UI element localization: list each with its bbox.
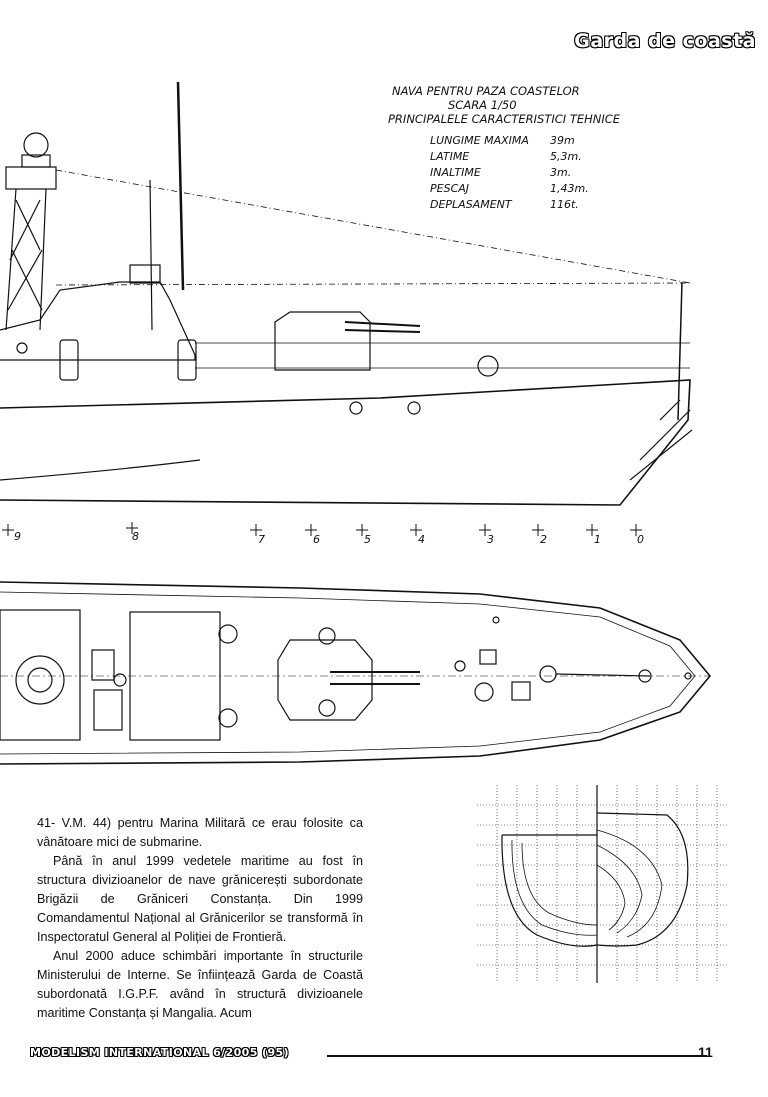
spec-row: DEPLASAMENT 116t. [430,198,620,214]
spec-row: INALTIME 3m. [430,166,620,182]
station-label-6: 6 [313,533,320,546]
article-paragraph: 41- V.M. 44) pentru Marina Militară ce e… [37,816,363,849]
ship-drawing: 9 8 7 6 5 4 3 2 1 0 [0,81,712,765]
station-label-2: 2 [540,533,547,546]
body-plan-drawing [477,785,729,983]
station-label-9: 9 [14,530,21,543]
spec-key: PESCAJ [430,182,470,195]
station-label-4: 4 [418,533,425,546]
magazine-title: MODELISM INTERNATIONAL 6/2005 (95) [30,1046,289,1059]
station-label-7: 7 [258,533,265,546]
article-paragraph: Până în anul 1999 vedetele maritime au f… [37,854,363,944]
station-label-0: 0 [637,533,644,546]
spec-key: DEPLASAMENT [430,198,512,211]
spec-key: LATIME [430,150,470,163]
drawing-title-line-1: NAVA PENTRU PAZA COASTELOR [392,84,580,98]
specs-table: LUNGIME MAXIMA 39m LATIME 5,3m. INALTIME 3m… [430,134,620,214]
section-title: Garda de coastă [574,30,756,52]
station-label-3: 3 [487,533,494,546]
article-paragraph: Anul 2000 aduce schimbări importante în … [37,949,363,1020]
spec-row: PESCAJ 1,43m. [430,182,620,198]
drawing-characteristics-heading: PRINCIPALELE CARACTERISTICI TEHNICE [388,112,621,126]
spec-value: 116t. [550,198,579,211]
page-footer: MODELISM INTERNATIONAL 6/2005 (95) 11 [30,1044,730,1066]
spec-row: LATIME 5,3m. [430,150,620,166]
spec-row: LUNGIME MAXIMA 39m [430,134,620,150]
spec-value: 39m [550,134,575,147]
drawing-scale: SCARA 1/50 [448,98,517,112]
spec-value: 1,43m. [550,182,589,195]
article-body: 41- V.M. 44) pentru Marina Militară ce e… [37,814,363,1023]
page-number: 11 [698,1044,713,1060]
drawing-title: NAVA PENTRU PAZA COASTELOR SCARA 1/50 PR… [388,84,620,126]
spec-value: 3m. [550,166,572,179]
spec-value: 5,3m. [550,150,582,163]
footer-rule [327,1055,707,1057]
spec-key: INALTIME [430,166,481,179]
station-label-1: 1 [594,533,601,546]
spec-key: LUNGIME MAXIMA [430,134,529,147]
station-label-8: 8 [132,530,139,543]
station-label-5: 5 [364,533,371,546]
